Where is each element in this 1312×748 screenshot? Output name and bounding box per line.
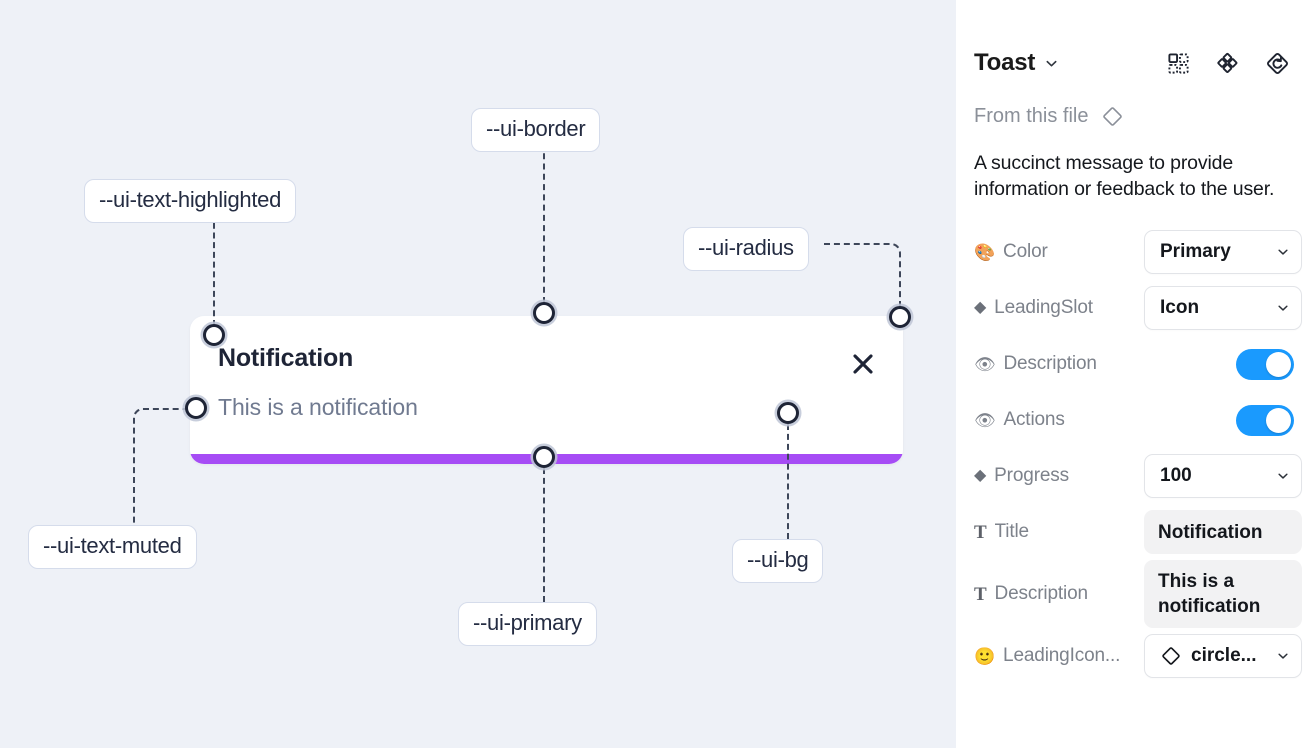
progress-select[interactable]: 100 — [1144, 454, 1302, 499]
property-label-actions: 👁 Actions — [974, 409, 1065, 431]
anchor-dot-primary[interactable] — [533, 446, 555, 468]
color-select[interactable]: Primary — [1144, 230, 1302, 275]
token-label-text-highlighted[interactable]: --ui-text-highlighted — [84, 179, 297, 223]
chevron-down-icon — [1270, 245, 1290, 259]
property-label-description-text: T Description — [974, 583, 1088, 605]
anchor-dot-radius[interactable] — [889, 306, 911, 328]
actions-toggle[interactable] — [1236, 404, 1294, 436]
title-input[interactable]: Notification — [1144, 510, 1302, 555]
property-row-title: T Title Notification — [974, 504, 1302, 560]
property-control-title: Notification — [1144, 510, 1302, 555]
toast-preview-card[interactable]: Notification This is a notification — [190, 316, 903, 464]
leadingicon-select[interactable]: circle... — [1144, 634, 1302, 679]
property-label-title: T Title — [974, 521, 1029, 543]
property-control-actions-toggle — [1236, 404, 1294, 436]
design-canvas[interactable]: Notification This is a notification --ui… — [0, 0, 956, 748]
property-list: 🎨 Color Primary ◆ LeadingSlot — [974, 224, 1302, 684]
panel-title: Toast — [974, 49, 1036, 76]
property-label-leadingslot: ◆ LeadingSlot — [974, 297, 1093, 319]
anchor-dot-border[interactable] — [533, 302, 555, 324]
text-icon: T — [974, 521, 987, 543]
diamond-icon — [1100, 104, 1125, 129]
property-control-leadingicon: circle... — [1144, 634, 1302, 679]
property-row-leadingslot: ◆ LeadingSlot Icon — [974, 280, 1302, 336]
property-row-progress: ◆ Progress 100 — [974, 448, 1302, 504]
description-toggle[interactable] — [1236, 348, 1294, 380]
anchor-dot-text-muted[interactable] — [185, 397, 207, 419]
diamond-icon — [1160, 645, 1182, 667]
property-row-description-toggle: 👁 Description — [974, 336, 1294, 392]
component-description: A succinct message to provide informatio… — [974, 152, 1275, 201]
description-input[interactable]: This is a notification — [1144, 560, 1302, 629]
property-label-color: 🎨 Color — [974, 241, 1048, 263]
anchor-dot-text-highlighted[interactable] — [203, 324, 225, 346]
chevron-down-icon[interactable] — [1044, 56, 1059, 71]
property-control-description-toggle — [1236, 348, 1294, 380]
diamond-icon: ◆ — [974, 467, 987, 485]
toast-description: This is a notification — [218, 394, 418, 420]
smiley-icon: 🙂 — [974, 646, 996, 666]
property-control-progress: 100 — [1144, 454, 1302, 499]
close-icon[interactable] — [847, 348, 879, 380]
property-row-leadingicon: 🙂 LeadingIcon... circle... — [974, 628, 1302, 684]
token-label-border[interactable]: --ui-border — [471, 108, 601, 152]
from-this-file-row[interactable]: From this file — [974, 102, 1294, 130]
eye-icon: 👁 — [974, 354, 996, 374]
panel-header: Toast — [974, 32, 1294, 94]
token-label-bg[interactable]: --ui-bg — [732, 539, 824, 583]
property-row-color: 🎨 Color Primary — [974, 224, 1302, 280]
property-control-color: Primary — [1144, 230, 1302, 275]
chevron-down-icon — [1270, 649, 1290, 663]
eye-icon: 👁 — [974, 410, 996, 430]
property-label-description: 👁 Description — [974, 353, 1097, 375]
property-control-description-text: This is a notification — [1144, 560, 1302, 629]
token-label-primary[interactable]: --ui-primary — [458, 602, 597, 646]
property-row-description-text: T Description This is a notification — [974, 560, 1302, 629]
toggle-knob — [1266, 407, 1291, 433]
palette-icon: 🎨 — [974, 242, 996, 262]
token-label-text-muted[interactable]: --ui-text-muted — [28, 525, 197, 569]
toggle-knob — [1266, 351, 1291, 377]
token-label-radius[interactable]: --ui-radius — [683, 227, 809, 271]
toast-title: Notification — [218, 344, 354, 372]
properties-panel: Toast — [956, 0, 1312, 748]
anchor-dot-bg[interactable] — [777, 402, 799, 424]
from-this-file-label: From this file — [974, 104, 1089, 127]
property-row-actions-toggle: 👁 Actions — [974, 392, 1294, 448]
panel-header-actions — [1167, 51, 1294, 76]
chevron-down-icon — [1270, 301, 1290, 315]
variants-icon[interactable] — [1216, 52, 1239, 75]
reset-instance-icon[interactable] — [1265, 51, 1290, 76]
component-set-icon[interactable] — [1167, 52, 1190, 75]
chevron-down-icon — [1270, 469, 1290, 483]
property-label-leadingicon: 🙂 LeadingIcon... — [974, 645, 1121, 667]
text-icon: T — [974, 583, 987, 605]
diamond-icon: ◆ — [974, 299, 987, 317]
leadingslot-select[interactable]: Icon — [1144, 286, 1302, 331]
property-control-leadingslot: Icon — [1144, 286, 1302, 331]
property-label-progress: ◆ Progress — [974, 465, 1069, 487]
